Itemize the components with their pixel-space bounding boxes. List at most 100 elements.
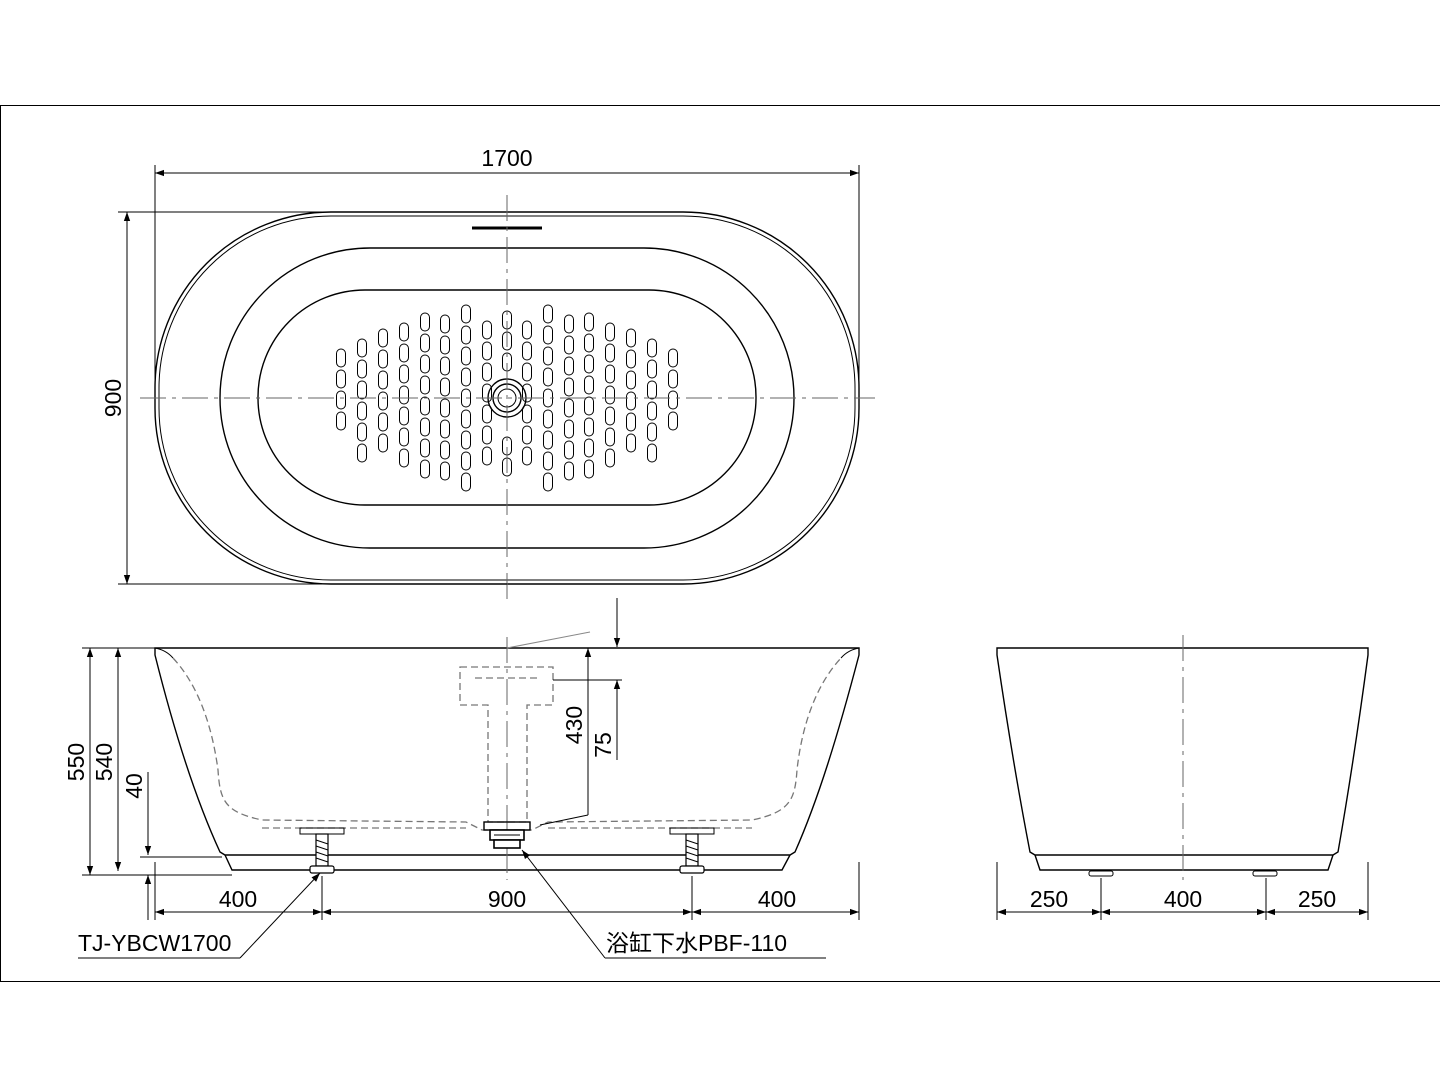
grip-dot: [461, 304, 471, 324]
grip-dot: [336, 411, 346, 431]
grip-dot: [564, 398, 574, 418]
grip-dot: [668, 411, 678, 431]
grip-dot: [605, 406, 615, 426]
dim-900-label: 900: [488, 886, 526, 912]
grip-dot: [543, 430, 553, 450]
dim-400-right-label: 400: [758, 886, 796, 912]
grip-dot: [420, 354, 430, 374]
grip-dot: [584, 333, 594, 353]
grip-dot: [564, 461, 574, 481]
grip-dot: [399, 406, 409, 426]
grip-dot: [626, 412, 636, 432]
dim-250-left-label: 250: [1030, 886, 1068, 912]
grip-dot: [668, 390, 678, 410]
top-view: 1700 900: [100, 145, 875, 600]
grip-dot: [378, 412, 388, 432]
grip-dot: [605, 364, 615, 384]
side-plinth: [1034, 854, 1334, 871]
side-foot-right: [1252, 870, 1278, 877]
grip-dot: [584, 459, 594, 479]
grip-dot: [482, 425, 492, 445]
grip-dot: [647, 338, 657, 358]
grip-dot: [399, 364, 409, 384]
grip-dot: [605, 385, 615, 405]
grip-dot: [420, 333, 430, 353]
grip-dot: [584, 354, 594, 374]
grip-dot: [564, 377, 574, 397]
grip-dot: [461, 451, 471, 471]
front-rim-corner-right: [840, 647, 860, 659]
drawing-frame: [0, 105, 1440, 982]
grip-dot: [378, 391, 388, 411]
grip-dot: [440, 398, 450, 418]
leveling-foot-right: [669, 827, 715, 874]
grip-dot: [440, 377, 450, 397]
grip-dot: [420, 396, 430, 416]
dim-540-label: 540: [91, 743, 117, 781]
grip-dot: [440, 314, 450, 334]
grip-dot: [357, 359, 367, 379]
grip-dot: [543, 451, 553, 471]
grip-dot: [336, 369, 346, 389]
grip-dot: [461, 472, 471, 492]
grip-dot: [626, 328, 636, 348]
side-foot-left: [1088, 870, 1114, 877]
grip-dot: [605, 343, 615, 363]
grip-dot: [440, 356, 450, 376]
dim-430-leader: [539, 814, 589, 826]
dim-430-label: 430: [561, 706, 587, 744]
grip-dot: [378, 433, 388, 453]
grip-dot: [440, 335, 450, 355]
grip-dot: [605, 427, 615, 447]
grip-dot: [461, 388, 471, 408]
grip-dot: [482, 320, 492, 340]
grip-dot: [543, 367, 553, 387]
grip-dot: [399, 385, 409, 405]
grip-dot: [378, 370, 388, 390]
model-leader: [239, 872, 321, 959]
grip-dot: [522, 383, 532, 403]
grip-dot: [522, 362, 532, 382]
grip-dot: [440, 440, 450, 460]
dim-550-label: 550: [63, 743, 89, 781]
grip-dot: [584, 396, 594, 416]
dim-250-right-label: 250: [1298, 886, 1336, 912]
grip-dot: [420, 375, 430, 395]
drain-nut: [493, 839, 521, 849]
grip-dot: [399, 343, 409, 363]
grip-dot: [564, 335, 574, 355]
grip-dot: [584, 417, 594, 437]
grip-dot: [543, 409, 553, 429]
grip-dot: [605, 448, 615, 468]
grip-dot: [482, 362, 492, 382]
grip-dot: [357, 380, 367, 400]
grip-dot: [564, 419, 574, 439]
grip-dot: [378, 349, 388, 369]
grip-dot: [564, 314, 574, 334]
grip-dot: [647, 380, 657, 400]
grip-dot: [357, 401, 367, 421]
front-rim-corner-left: [154, 647, 174, 659]
grip-dot: [399, 448, 409, 468]
grip-dot: [647, 401, 657, 421]
grip-dot: [564, 356, 574, 376]
grip-dot: [357, 338, 367, 358]
grip-dot: [440, 419, 450, 439]
drain-label: 浴缸下水PBF-110: [606, 930, 787, 956]
dim-depth-label: 900: [100, 379, 126, 417]
grip-dot: [420, 417, 430, 437]
grip-dot: [564, 440, 574, 460]
grip-dot: [522, 446, 532, 466]
grip-dot: [522, 320, 532, 340]
grip-dot: [584, 438, 594, 458]
grip-dot: [399, 427, 409, 447]
grip-dot: [461, 346, 471, 366]
grip-dot: [461, 430, 471, 450]
grip-dot: [399, 322, 409, 342]
grip-dot: [522, 404, 532, 424]
grip-dot: [420, 312, 430, 332]
grip-dot: [482, 404, 492, 424]
front-view: 550 540 40 430 75 400 900 400 TJ-YBCW170…: [63, 598, 860, 959]
grip-dot: [336, 390, 346, 410]
